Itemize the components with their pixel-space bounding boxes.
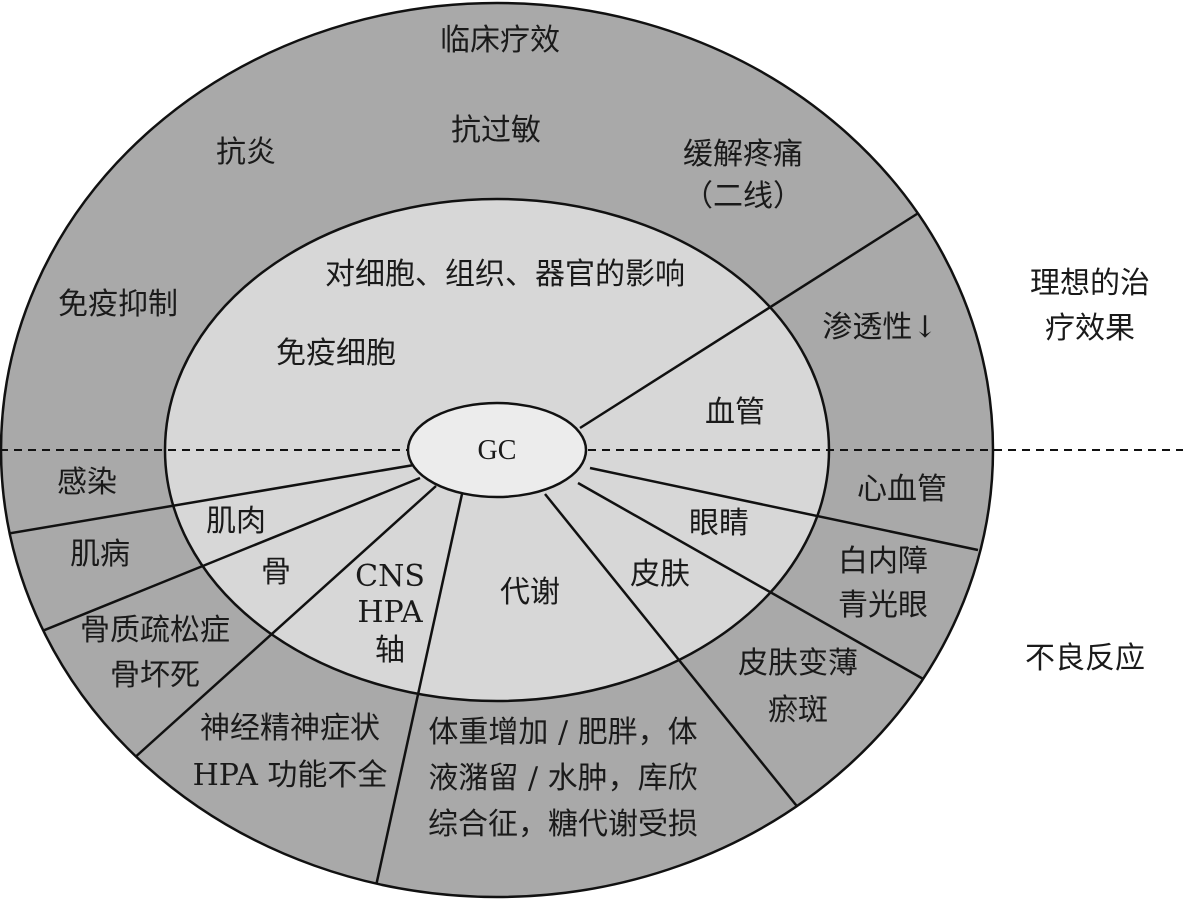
neuro-label-line1: 神经精神症状 [200, 711, 380, 746]
divider-vessels [579, 210, 921, 430]
anti-inflammatory-label: 抗炎 [216, 135, 276, 170]
divider-skin-eye [577, 481, 926, 682]
pain-relief-label-line1: 缓解疼痛 [683, 137, 803, 172]
bone-effects-label-line2: 骨坏死 [110, 658, 200, 693]
divider-eye-cardio [589, 466, 979, 552]
bone-label: 骨 [261, 555, 291, 590]
sector-dividers [1, 210, 979, 896]
eyes-label: 眼睛 [689, 506, 749, 541]
eye-effects-label-line1: 白内障 [838, 544, 928, 579]
divider-bone-neuro [131, 485, 437, 761]
immune-cells-label: 免疫细胞 [276, 336, 396, 371]
divider-myopathy-bone [19, 476, 421, 642]
center-ellipse [406, 401, 588, 499]
metabolic-label-line2: 液潴留 / 水肿，库欣 [428, 761, 697, 796]
adverse-effects-label: 不良反应 [1025, 641, 1145, 676]
myopathy-label: 肌病 [70, 537, 130, 572]
ideal-effect-label-line1: 理想的治 [1030, 266, 1150, 301]
ideal-effect-label-line2: 疗效果 [1045, 311, 1135, 346]
cns-label-line3: 轴 [375, 633, 405, 668]
immunosuppression-label: 免疫抑制 [58, 287, 178, 322]
blood-vessels-label: 血管 [705, 395, 765, 430]
cns-label-line2: HPA [357, 595, 423, 630]
cardiovascular-label: 心血管 [857, 472, 947, 507]
pain-relief-label-line2: （二线） [683, 179, 803, 214]
cns-label-line1: CNS [355, 559, 425, 594]
divider-infection-myopathy [1, 463, 415, 537]
infection-label: 感染 [57, 465, 117, 500]
neuro-label-line2: HPA 功能不全 [193, 758, 388, 793]
anti-allergy-label: 抗过敏 [451, 113, 541, 148]
metabolic-label-line1: 体重增加 / 肥胖，体 [428, 715, 697, 750]
skin-effects-label-line2: 瘀斑 [768, 693, 828, 728]
permeability-label: 渗透性↓ [822, 310, 937, 345]
bone-effects-label-line1: 骨质疏松症 [80, 613, 230, 648]
metabolism-label: 代谢 [500, 575, 560, 610]
skin-label: 皮肤 [630, 557, 690, 592]
muscle-label: 肌肉 [206, 504, 266, 539]
eye-effects-label-line2: 青光眼 [838, 588, 928, 623]
center-label: GC [478, 435, 517, 466]
skin-effects-label-line1: 皮肤变薄 [738, 646, 858, 681]
metabolic-label-line3: 综合征，糖代谢受损 [428, 807, 698, 842]
clinical-effects-heading: 临床疗效 [440, 23, 560, 58]
divider-neuro-metabolic [372, 493, 464, 896]
inner-heading: 对细胞、组织、器官的影响 [325, 257, 685, 292]
divider-metabolic-skin [544, 493, 801, 811]
